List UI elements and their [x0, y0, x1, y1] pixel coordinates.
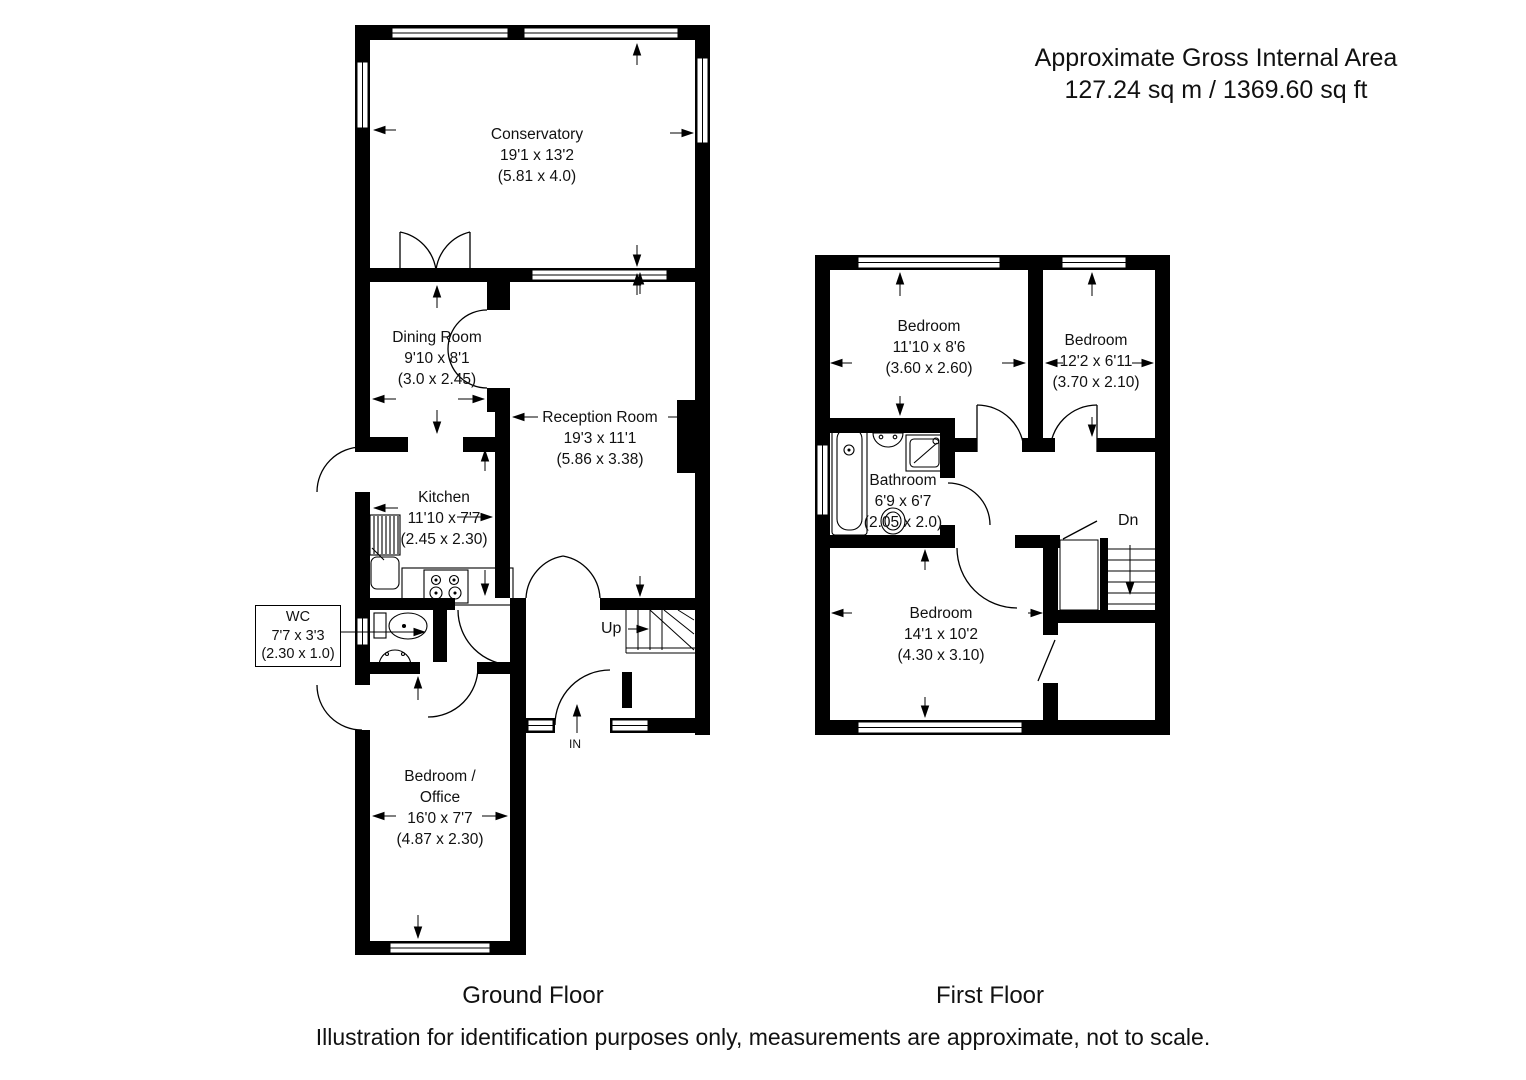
room-label-kitchen: Kitchen 11'10 x 7'7 (2.45 x 2.30): [364, 487, 524, 550]
room-name: Reception Room: [542, 409, 658, 426]
first-floor-caption: First Floor: [936, 982, 1044, 1009]
room-name: Kitchen: [418, 489, 470, 506]
ground-floor-dimension-arrows: [340, 42, 695, 940]
room-label-bedroom-1: Bedroom 11'10 x 8'6 (3.60 x 2.60): [849, 316, 1009, 379]
room-dims-imperial: 12'2 x 6'11: [1059, 353, 1133, 370]
heading-line2: 127.24 sq m / 1369.60 sq ft: [1064, 76, 1368, 104]
room-name: Dining Room: [392, 329, 482, 346]
room-name: Bedroom: [897, 318, 961, 335]
room-name: Bedroom / Office: [404, 768, 476, 806]
first-floor-plan: [815, 255, 1170, 735]
room-dims-imperial: 9'10 x 8'1: [404, 350, 470, 367]
room-dims-metric: (2.30 x 1.0): [261, 646, 335, 662]
stairs-up-label: Up: [601, 620, 622, 637]
ground-floor-doors: [316, 231, 611, 731]
room-dims-imperial: 11'10 x 7'7: [407, 510, 481, 527]
room-dims-imperial: 11'10 x 8'6: [892, 339, 966, 356]
room-label-bedroom-3: Bedroom 14'1 x 10'2 (4.30 x 3.10): [861, 603, 1021, 666]
room-label-bedroom-2: Bedroom 12'2 x 6'11 (3.70 x 2.10): [1016, 330, 1176, 393]
room-dims-metric: (3.60 x 2.60): [885, 360, 973, 377]
toilet-symbol: [880, 507, 906, 535]
room-dims-metric: (5.86 x 3.38): [556, 451, 644, 468]
room-dims-metric: (2.05 x 2.0): [863, 514, 943, 531]
wc-toilet-symbol: [373, 612, 428, 640]
room-dims-imperial: 19'3 x 11'1: [563, 430, 637, 447]
ground-floor-plan: [316, 25, 710, 955]
first-floor-doors: [947, 404, 1098, 682]
room-dims-metric: (4.87 x 2.30): [396, 831, 484, 848]
room-label-reception-room: Reception Room 19'3 x 11'1 (5.86 x 3.38): [515, 407, 685, 470]
room-label-conservatory: Conservatory 19'1 x 13'2 (5.81 x 4.0): [457, 124, 617, 187]
entrance-in-label: IN: [569, 737, 581, 751]
wc-basin-symbol: [378, 649, 412, 667]
room-name: WC: [285, 609, 311, 625]
room-label-wc: WC 7'7 x 3'3 (2.30 x 1.0): [255, 605, 341, 667]
bathroom-sink-symbol: [872, 432, 904, 448]
room-dims-imperial: 19'1 x 13'2: [499, 147, 574, 164]
room-label-dining-room: Dining Room 9'10 x 8'1 (3.0 x 2.45): [357, 327, 517, 390]
shower-symbol: [905, 434, 944, 472]
first-floor-windows: [816, 256, 1127, 734]
room-name: Conservatory: [490, 126, 584, 143]
room-name: Bedroom: [1064, 332, 1128, 349]
ground-floor-caption: Ground Floor: [462, 982, 604, 1009]
first-floor-dimension-arrows: [829, 271, 1155, 719]
room-dims-metric: (3.0 x 2.45): [397, 371, 477, 388]
room-dims-imperial: 6'9 x 6'7: [874, 493, 932, 510]
room-dims-metric: (3.70 x 2.10): [1052, 374, 1140, 391]
disclaimer-text: Illustration for identification purposes…: [315, 1024, 1211, 1050]
stairs-down-label: Dn: [1118, 512, 1139, 529]
heading-line1: Approximate Gross Internal Area: [1034, 44, 1398, 72]
room-name: Bathroom: [869, 472, 937, 489]
kitchen-sink-symbol: [369, 514, 401, 590]
room-label-bedroom-office: Bedroom / Office 16'0 x 7'7 (4.87 x 2.30…: [385, 766, 495, 850]
room-dims-metric: (4.30 x 3.10): [897, 647, 985, 664]
kitchen-counter-and-hob-symbol: [401, 567, 514, 606]
staircase-up: [625, 609, 695, 654]
room-dims-imperial: 14'1 x 10'2: [903, 626, 978, 643]
gross-internal-area-heading: Approximate Gross Internal Area 127.24 s…: [1006, 42, 1426, 106]
room-name: Bedroom: [909, 605, 973, 622]
room-dims-metric: (2.45 x 2.30): [400, 531, 488, 548]
room-dims-imperial: 16'0 x 7'7: [407, 810, 473, 827]
room-dims-metric: (5.81 x 4.0): [497, 168, 577, 185]
room-label-bathroom: Bathroom 6'9 x 6'7 (2.05 x 2.0): [823, 470, 983, 533]
bathtub-symbol: [831, 422, 868, 536]
room-dims-imperial: 7'7 x 3'3: [271, 627, 325, 644]
